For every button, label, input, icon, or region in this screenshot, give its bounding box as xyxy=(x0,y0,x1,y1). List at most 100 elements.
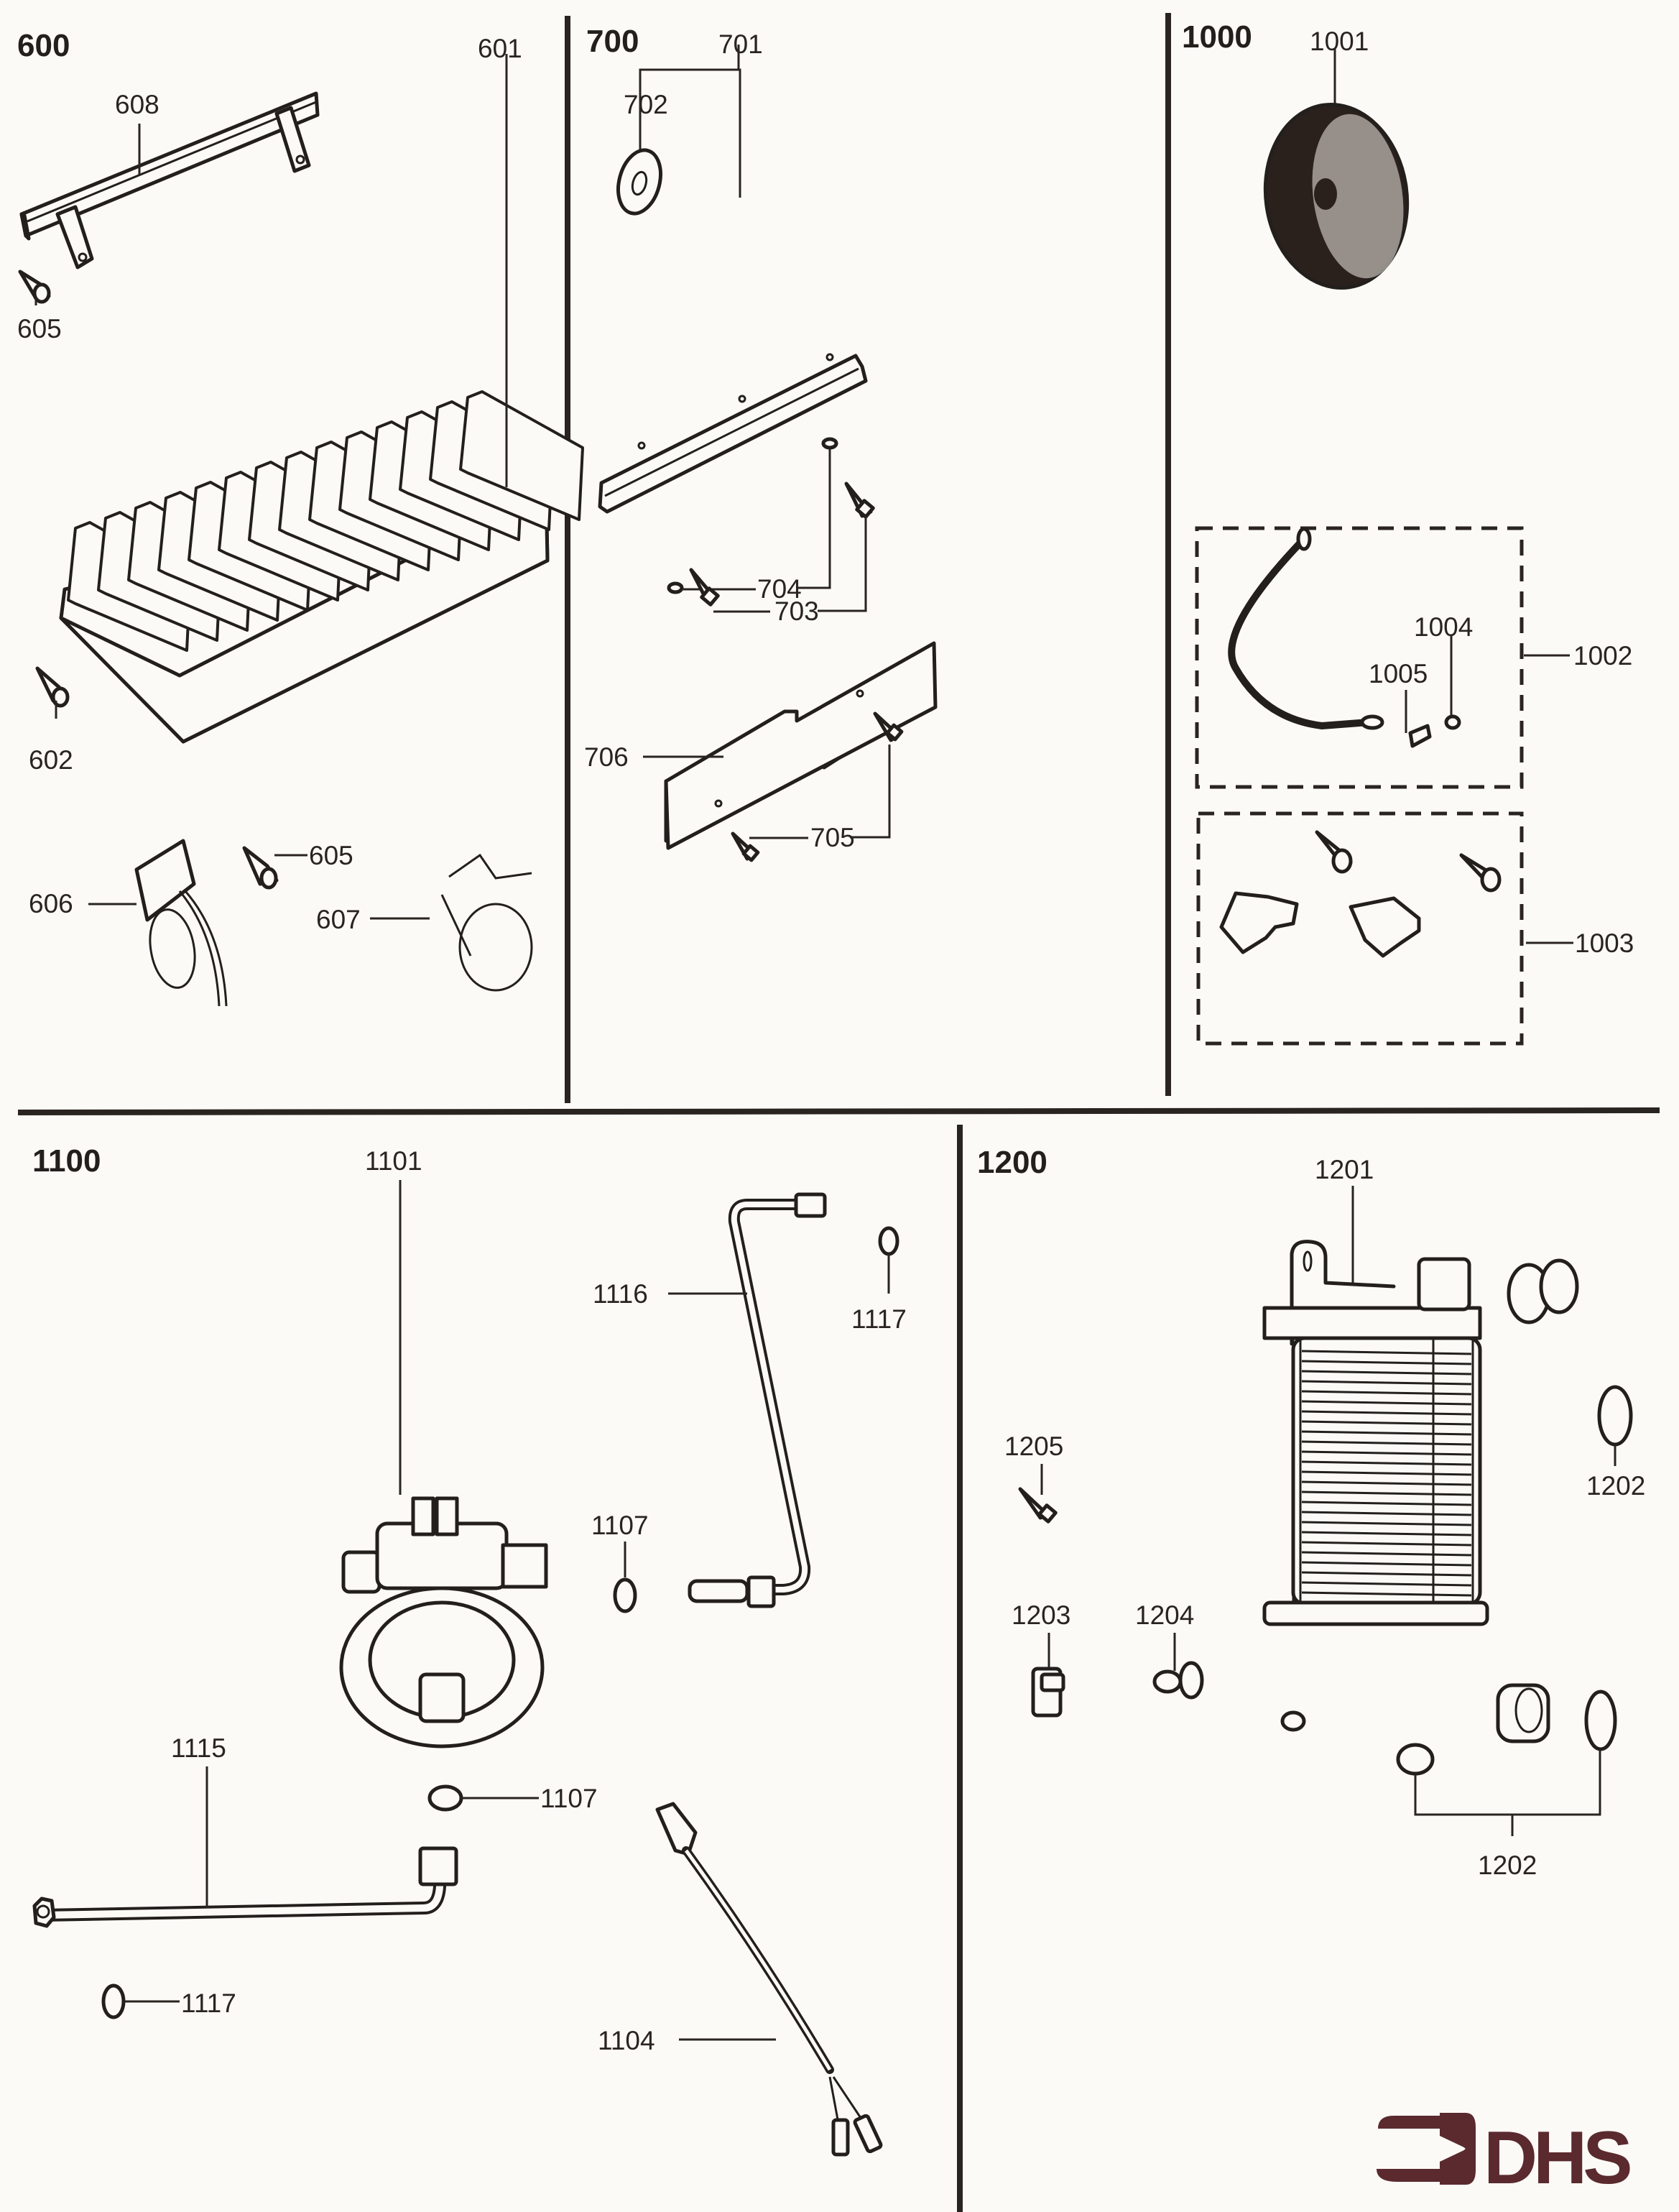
leader-705-right xyxy=(850,745,891,839)
part-1202-oring-b[interactable] xyxy=(1396,1743,1435,1776)
part-label-1204: 1204 xyxy=(1135,1600,1194,1630)
part-1204-plug[interactable] xyxy=(1152,1661,1204,1700)
part-704-washer-a[interactable] xyxy=(667,581,684,594)
part-703-bolt-b[interactable] xyxy=(844,481,875,519)
part-label-1005: 1005 xyxy=(1369,659,1428,688)
part-1104-wiring-lead[interactable] xyxy=(655,1802,883,2157)
part-602-screw[interactable] xyxy=(35,666,70,708)
part-label-705: 705 xyxy=(810,823,855,852)
part-701-rail[interactable] xyxy=(598,353,868,514)
part-1202-oring-a[interactable] xyxy=(1597,1385,1633,1447)
part-label-605-b: 605 xyxy=(309,841,353,870)
fin xyxy=(1301,1591,1472,1597)
divider-horizontal xyxy=(17,1107,1660,1115)
fin xyxy=(1301,1360,1472,1365)
fin xyxy=(1301,1460,1472,1466)
part-label-607: 607 xyxy=(316,905,361,934)
section-title: 1100 xyxy=(32,1143,101,1179)
fin xyxy=(1301,1531,1472,1536)
part-607-electrode[interactable] xyxy=(440,853,533,992)
fin xyxy=(1301,1420,1472,1426)
part-1205-screw[interactable] xyxy=(1018,1487,1058,1524)
part-label-1107-a: 1107 xyxy=(591,1511,649,1540)
part-1202-oring-c[interactable] xyxy=(1584,1690,1617,1751)
fin xyxy=(1301,1380,1472,1386)
part-704-washer-b[interactable] xyxy=(821,437,838,450)
part-label-1202-b: 1202 xyxy=(1478,1851,1537,1880)
section-1000: 1000 1001 1005 1004 1002 xyxy=(1182,19,1634,1046)
part-label-1116: 1116 xyxy=(593,1279,648,1309)
part-label-601: 601 xyxy=(478,34,522,63)
section-1100: 1100 1101 1116 1117 1107 xyxy=(32,1143,907,2157)
fin xyxy=(1301,1480,1472,1486)
part-label-1003: 1003 xyxy=(1575,928,1634,958)
section-title: 700 xyxy=(586,24,639,59)
burner-blades xyxy=(67,390,584,652)
fin xyxy=(1301,1490,1472,1496)
leader-704-right xyxy=(797,449,831,589)
part-label-706: 706 xyxy=(584,742,629,772)
fin xyxy=(1301,1521,1472,1526)
fin xyxy=(1301,1400,1472,1406)
part-label-606: 606 xyxy=(29,889,73,918)
part-1203-clip[interactable] xyxy=(1031,1667,1065,1718)
part-1107-oring-b[interactable] xyxy=(427,1784,463,1812)
part-706-plate[interactable] xyxy=(664,641,938,850)
part-1115-pipe[interactable] xyxy=(32,1846,458,1928)
part-608-bracket[interactable] xyxy=(19,91,320,269)
part-703-bolt-a[interactable] xyxy=(689,568,720,607)
part-1107-oring-a[interactable] xyxy=(613,1577,637,1613)
part-label-1001: 1001 xyxy=(1310,27,1369,56)
part-702-gasket[interactable] xyxy=(611,145,667,218)
fin xyxy=(1301,1541,1472,1547)
part-1117-oring-a[interactable] xyxy=(878,1226,899,1256)
section-700: 700 701 702 704 xyxy=(584,24,938,862)
fin xyxy=(1301,1350,1472,1355)
fin xyxy=(1301,1561,1472,1567)
part-1003-brackets[interactable] xyxy=(1219,830,1502,958)
part-label-608: 608 xyxy=(115,90,159,119)
fin xyxy=(1301,1430,1472,1436)
part-label-701: 701 xyxy=(718,29,763,59)
part-605-screw[interactable] xyxy=(18,269,51,304)
part-1002-cable[interactable] xyxy=(1228,527,1384,730)
part-1201-heat-exchanger[interactable] xyxy=(1262,1240,1579,1743)
part-605-screw-b[interactable] xyxy=(242,846,279,890)
part-label-1117-b: 1117 xyxy=(181,1989,236,2018)
panel-dividers xyxy=(17,13,1660,2212)
fin xyxy=(1301,1390,1472,1396)
leader-703-right xyxy=(818,516,867,612)
fin xyxy=(1301,1440,1472,1446)
part-1004-washer[interactable] xyxy=(1444,714,1461,730)
leader-701-702 xyxy=(639,68,741,198)
part-label-1202-a: 1202 xyxy=(1586,1471,1645,1501)
fin xyxy=(1301,1571,1472,1577)
part-601-burner[interactable] xyxy=(59,390,584,744)
section-title: 1200 xyxy=(977,1145,1047,1180)
part-label-1101: 1101 xyxy=(365,1146,422,1176)
part-705-screw-a[interactable] xyxy=(731,831,760,862)
dhs-logo: DHS xyxy=(1377,2113,1634,2200)
kit-1003-box xyxy=(1196,811,1524,1046)
part-606-electrode[interactable] xyxy=(134,839,228,1007)
part-1005-nut[interactable] xyxy=(1408,724,1432,748)
section-title: 600 xyxy=(17,28,70,63)
part-1117-oring-b[interactable] xyxy=(101,1983,126,2019)
fin xyxy=(1301,1581,1472,1587)
part-label-1201: 1201 xyxy=(1315,1155,1374,1184)
part-label-1107-b: 1107 xyxy=(540,1784,598,1813)
part-1101-pressure-switch[interactable] xyxy=(339,1496,548,1748)
part-705-screw-b[interactable] xyxy=(873,711,904,742)
part-1116-pipe[interactable] xyxy=(688,1192,827,1608)
kit-1002-box xyxy=(1195,526,1524,789)
part-label-1004: 1004 xyxy=(1414,612,1473,642)
logo-text: DHS xyxy=(1484,2116,1630,2200)
fin xyxy=(1301,1551,1472,1557)
part-label-703: 703 xyxy=(774,596,819,626)
part-1001-cover[interactable] xyxy=(1254,96,1419,298)
fin xyxy=(1301,1370,1472,1375)
part-label-1104: 1104 xyxy=(598,2026,655,2055)
part-label-1205: 1205 xyxy=(1004,1432,1063,1461)
fin xyxy=(1301,1410,1472,1416)
